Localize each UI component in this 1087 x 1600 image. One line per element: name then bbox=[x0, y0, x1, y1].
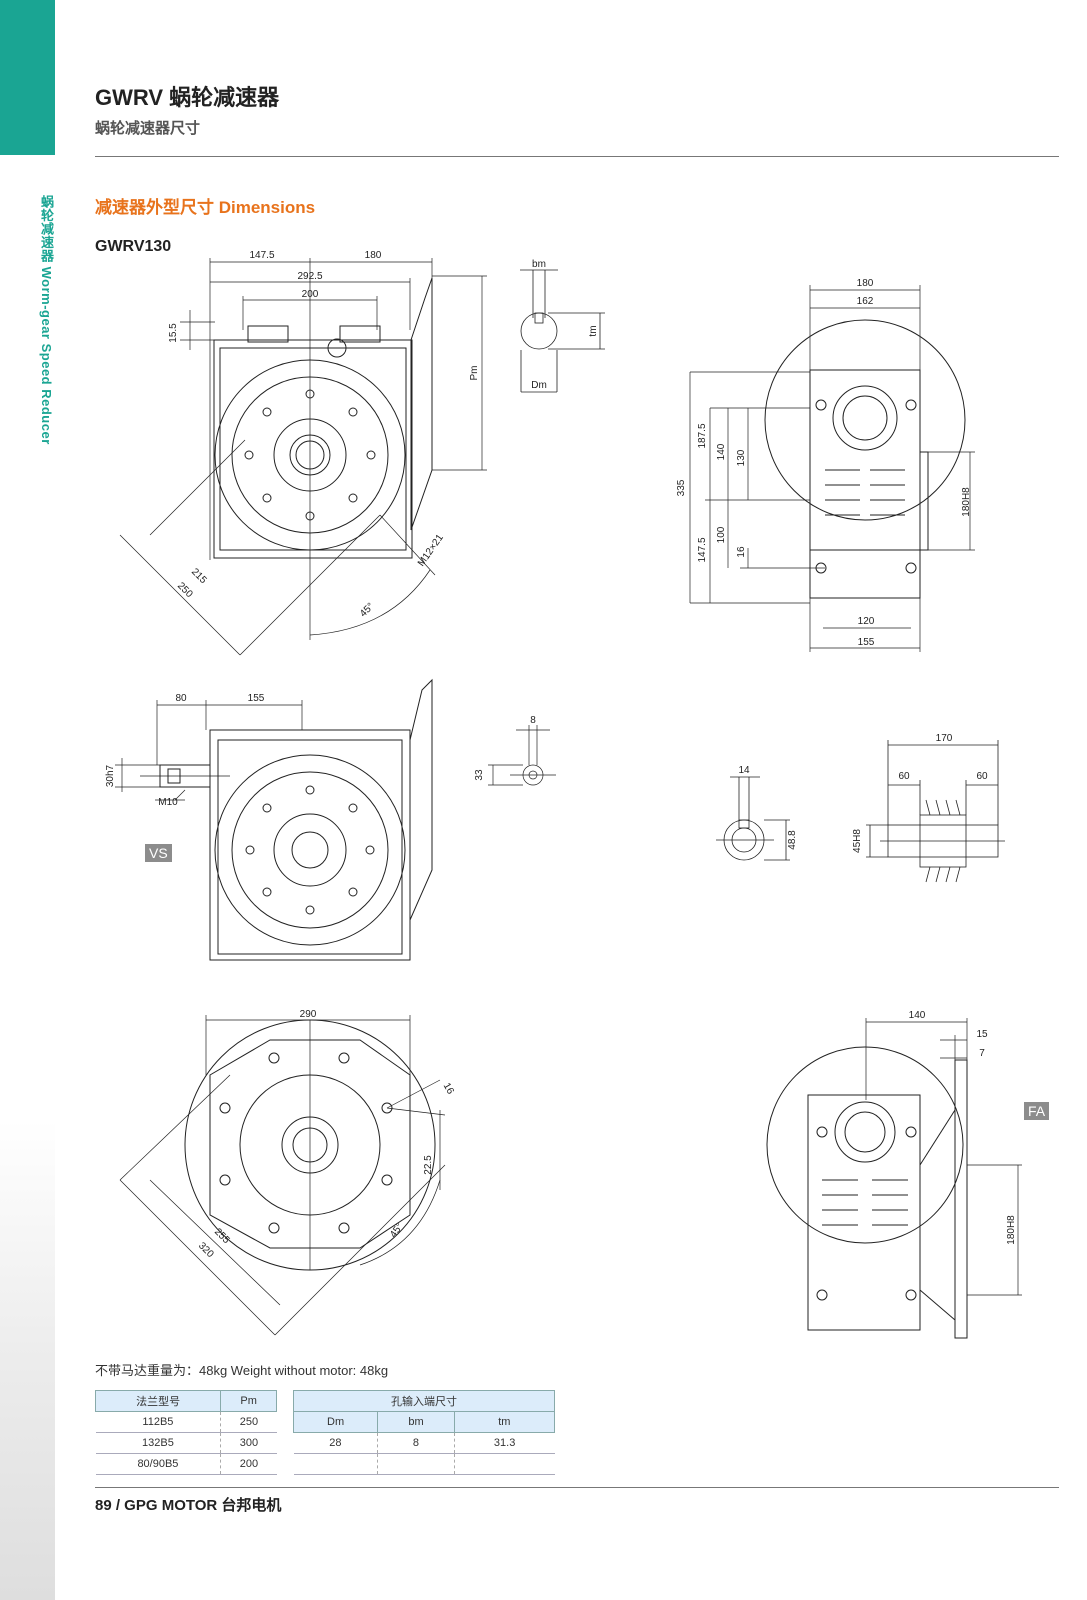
flange-header-model: 法兰型号 bbox=[94, 1390, 222, 1412]
side-strip bbox=[0, 0, 55, 1600]
dim-pm: Pm bbox=[469, 366, 480, 381]
dim-r162: 162 bbox=[857, 296, 874, 307]
model-label: GWRV130 bbox=[95, 238, 172, 255]
input-table-title: 孔输入端尺寸 bbox=[293, 1390, 555, 1412]
input-cell: 28 bbox=[293, 1432, 378, 1454]
input-header-dm: Dm bbox=[292, 1411, 379, 1433]
dim-180: 180 bbox=[365, 250, 382, 261]
dim-r180h8: 180H8 bbox=[961, 487, 972, 517]
vs-badge: VS bbox=[145, 844, 172, 862]
input-header-bm: bm bbox=[377, 1411, 455, 1433]
dim-f255: 255 bbox=[212, 1226, 232, 1246]
dim-tm: tm bbox=[588, 325, 599, 336]
table-row: 132B5 300 bbox=[95, 1432, 277, 1454]
dim-v30h7: 30h7 bbox=[105, 764, 116, 787]
table-row: 112B5 250 bbox=[95, 1411, 277, 1433]
header-divider bbox=[95, 156, 1059, 157]
dim-fa140: 140 bbox=[909, 1010, 926, 1021]
dim-r180: 180 bbox=[857, 278, 874, 289]
dim-f22-5: 22.5 bbox=[423, 1155, 434, 1175]
dim-f16: 16 bbox=[441, 1081, 456, 1097]
dim-m12x21: M12×21 bbox=[416, 532, 446, 568]
weight-note: 不带马达重量为：48kg Weight without motor: 48kg bbox=[95, 1363, 389, 1378]
flange-header-pm: Pm bbox=[220, 1390, 277, 1412]
dim-r155: 155 bbox=[858, 637, 875, 648]
dim-h60b: 60 bbox=[976, 771, 988, 782]
dim-v8: 8 bbox=[530, 715, 536, 726]
vs-front-view bbox=[159, 678, 433, 961]
dim-r100: 100 bbox=[716, 526, 727, 543]
dim-h60a: 60 bbox=[898, 771, 910, 782]
flange-cell: 200 bbox=[220, 1453, 277, 1475]
dim-vm10: M10 bbox=[158, 797, 178, 808]
table-row bbox=[293, 1453, 555, 1475]
footer-divider bbox=[95, 1487, 1059, 1488]
dim-f45: 45° bbox=[388, 1221, 406, 1240]
flange-cell: 250 bbox=[220, 1411, 277, 1433]
flange-cell: 80/90B5 bbox=[95, 1453, 221, 1475]
flange-table: 法兰型号 Pm 112B5 250 132B5 300 80/90B5 200 bbox=[94, 1390, 277, 1475]
fa-badge: FA bbox=[1024, 1102, 1050, 1120]
dim-r335: 335 bbox=[676, 479, 687, 496]
input-cell: 31.3 bbox=[453, 1432, 555, 1454]
page-footer: 89 / GPG MOTOR 台邦电机 bbox=[95, 1497, 282, 1514]
dim-147-5: 147.5 bbox=[249, 250, 274, 261]
dim-v33: 33 bbox=[474, 769, 485, 781]
sidebar-label: 蜗轮减速器 Worm-gear Speed Reducer bbox=[39, 195, 54, 445]
page-title: GWRV 蜗轮减速器 bbox=[95, 85, 280, 110]
fa-side-view bbox=[766, 1046, 968, 1339]
table-row: 28 8 31.3 bbox=[293, 1432, 555, 1454]
dim-250: 250 bbox=[175, 580, 195, 600]
dim-v155: 155 bbox=[248, 693, 265, 704]
empty-cell bbox=[453, 1453, 555, 1475]
dim-r140: 140 bbox=[716, 443, 727, 460]
dim-r130: 130 bbox=[736, 449, 747, 466]
dim-h45h8: 45H8 bbox=[852, 829, 863, 853]
dim-fa15: 15 bbox=[976, 1029, 988, 1040]
dim-angle-45: 45° bbox=[358, 601, 376, 619]
empty-cell bbox=[293, 1453, 378, 1475]
input-cell: 8 bbox=[377, 1432, 455, 1454]
flange-cell: 112B5 bbox=[95, 1411, 221, 1433]
dim-r147-5: 147.5 bbox=[697, 537, 708, 562]
flange-cell: 300 bbox=[220, 1432, 277, 1454]
dim-s48-8: 48.8 bbox=[787, 830, 798, 850]
dim-r120: 120 bbox=[858, 616, 875, 627]
dim-215: 215 bbox=[189, 566, 209, 586]
dim-292-5: 292.5 bbox=[297, 271, 322, 282]
table-row: 80/90B5 200 bbox=[95, 1453, 277, 1475]
dim-v80: 80 bbox=[175, 693, 187, 704]
front-view-flange bbox=[213, 277, 433, 559]
dim-h170: 170 bbox=[936, 733, 953, 744]
dim-r16: 16 bbox=[736, 546, 747, 558]
dim-fa7: 7 bbox=[979, 1048, 985, 1059]
empty-cell bbox=[377, 1453, 455, 1475]
input-hole-table: 孔输入端尺寸 Dm bm tm 28 8 31.3 bbox=[292, 1390, 556, 1475]
dim-f290: 290 bbox=[300, 1009, 317, 1020]
dim-bm: bm bbox=[532, 259, 546, 270]
page-subtitle: 蜗轮减速器尺寸 bbox=[95, 120, 201, 137]
flange-cell: 132B5 bbox=[95, 1432, 221, 1454]
dim-fa180h8: 180H8 bbox=[1006, 1215, 1017, 1245]
input-header-tm: tm bbox=[453, 1411, 556, 1433]
dim-15-5: 15.5 bbox=[168, 323, 179, 343]
dim-f320: 320 bbox=[196, 1240, 216, 1260]
dim-200: 200 bbox=[302, 289, 319, 300]
side-view-flange bbox=[764, 319, 966, 599]
dim-r187-5: 187.5 bbox=[697, 423, 708, 448]
dim-dm: Dm bbox=[531, 380, 547, 391]
section-title: 减速器外型尺寸 Dimensions bbox=[95, 198, 316, 217]
side-tab bbox=[0, 0, 55, 155]
dim-s14: 14 bbox=[738, 765, 750, 776]
